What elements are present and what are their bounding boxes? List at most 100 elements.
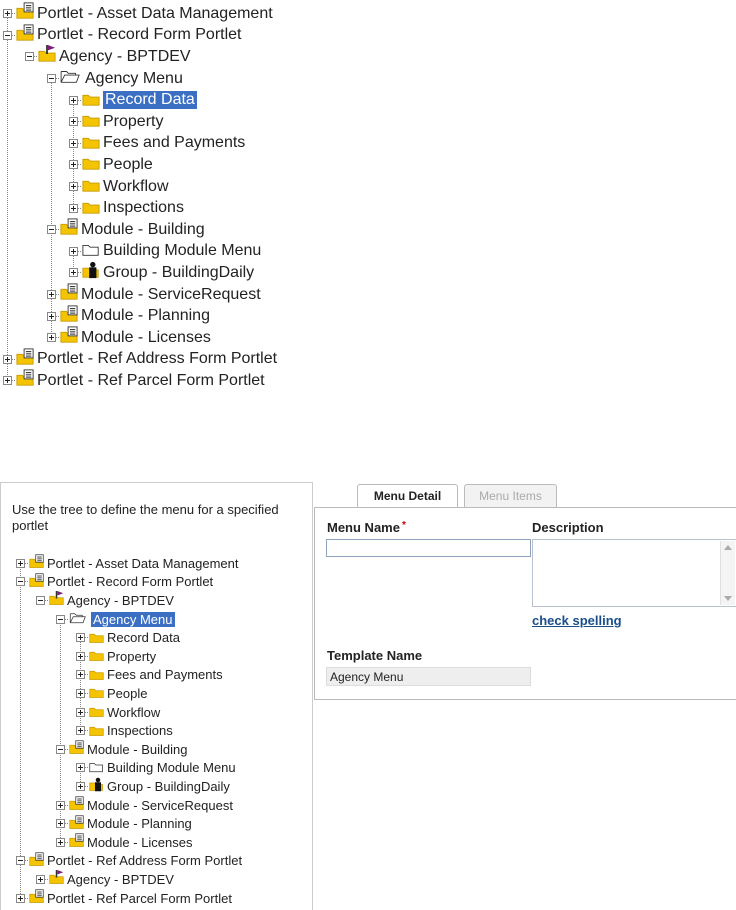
tree-node-label[interactable]: People bbox=[103, 155, 153, 173]
expand-toggle-icon[interactable] bbox=[56, 837, 65, 847]
tree-node[interactable]: Building Module Menu bbox=[76, 759, 236, 778]
tree-node-label[interactable]: Agency Menu bbox=[91, 611, 175, 627]
tree-node-label[interactable]: Module - Planning bbox=[81, 307, 210, 325]
collapse-toggle-icon[interactable] bbox=[56, 614, 65, 624]
tree-node-label[interactable]: Module - Building bbox=[81, 220, 205, 238]
expand-toggle-icon[interactable] bbox=[47, 290, 56, 300]
tree-node[interactable]: Module - Building bbox=[47, 218, 205, 241]
tree-node[interactable]: Building Module Menu bbox=[69, 241, 261, 263]
expand-toggle-icon[interactable] bbox=[76, 726, 85, 736]
tree-node-label[interactable]: Portlet - Ref Address Form Portlet bbox=[47, 853, 243, 869]
tree-node-label[interactable]: Property bbox=[103, 112, 164, 130]
expand-toggle-icon[interactable] bbox=[69, 203, 78, 213]
tree-node[interactable]: Record Data bbox=[69, 89, 197, 111]
collapse-toggle-icon[interactable] bbox=[3, 30, 12, 40]
tree-node-label[interactable]: Fees and Payments bbox=[107, 667, 223, 683]
collapse-toggle-icon[interactable] bbox=[25, 52, 34, 62]
expand-toggle-icon[interactable] bbox=[69, 160, 78, 170]
expand-toggle-icon[interactable] bbox=[69, 95, 78, 105]
tree-node[interactable]: Module - Building bbox=[56, 740, 187, 759]
tree-node-label[interactable]: Workflow bbox=[107, 704, 161, 720]
tree-node-label[interactable]: Property bbox=[107, 648, 157, 664]
tree-node-label[interactable]: Building Module Menu bbox=[103, 242, 262, 260]
expand-toggle-icon[interactable] bbox=[69, 117, 78, 127]
collapse-toggle-icon[interactable] bbox=[47, 225, 56, 235]
tree-node[interactable]: Portlet - Record Form Portlet bbox=[3, 24, 242, 47]
tree-node[interactable]: Fees and Payments bbox=[76, 666, 223, 685]
tree-node-label[interactable]: Group - BuildingDaily bbox=[107, 778, 230, 794]
tree-node-label[interactable]: Portlet - Ref Parcel Form Portlet bbox=[37, 371, 265, 389]
expand-toggle-icon[interactable] bbox=[56, 819, 65, 829]
tree-node[interactable]: Module - Licenses bbox=[56, 833, 193, 852]
tab-menu-items[interactable]: Menu Items bbox=[464, 484, 557, 507]
expand-toggle-icon[interactable] bbox=[69, 246, 78, 256]
tree-node[interactable]: Group - BuildingDaily bbox=[76, 777, 230, 796]
tree-node[interactable]: Portlet - Ref Address Form Portlet bbox=[3, 348, 278, 371]
tree-node-label[interactable]: Group - BuildingDaily bbox=[103, 263, 255, 281]
scroll-down-icon[interactable] bbox=[724, 596, 732, 601]
expand-toggle-icon[interactable] bbox=[76, 707, 85, 717]
tree-node-label[interactable]: Workflow bbox=[103, 177, 169, 195]
expand-toggle-icon[interactable] bbox=[47, 333, 56, 343]
tree-node-label[interactable]: Inspections bbox=[107, 723, 173, 739]
tree-node[interactable]: People bbox=[69, 154, 153, 176]
expand-toggle-icon[interactable] bbox=[3, 376, 12, 386]
expand-toggle-icon[interactable] bbox=[76, 651, 85, 661]
tree-node[interactable]: Agency - BPTDEV bbox=[25, 45, 191, 68]
tree-node-label[interactable]: Module - Planning bbox=[87, 816, 192, 832]
menu-name-input[interactable] bbox=[326, 539, 531, 557]
expand-toggle-icon[interactable] bbox=[76, 763, 85, 773]
expand-toggle-icon[interactable] bbox=[16, 558, 25, 568]
tree-node[interactable]: Portlet - Asset Data Management bbox=[3, 2, 273, 25]
tree-node[interactable]: Module - Planning bbox=[47, 305, 210, 327]
tree-node-label[interactable]: Portlet - Record Form Portlet bbox=[47, 574, 214, 590]
tree-node[interactable]: Module - Planning bbox=[56, 814, 192, 833]
expand-toggle-icon[interactable] bbox=[69, 268, 78, 278]
expand-toggle-icon[interactable] bbox=[3, 354, 12, 364]
tree-node-label[interactable]: Inspections bbox=[103, 199, 184, 217]
scroll-up-icon[interactable] bbox=[724, 545, 732, 550]
collapse-toggle-icon[interactable] bbox=[16, 856, 25, 866]
tree-node[interactable]: Agency - BPTDEV bbox=[36, 591, 174, 610]
expand-toggle-icon[interactable] bbox=[76, 688, 85, 698]
tree-node-label[interactable]: Portlet - Asset Data Management bbox=[37, 4, 273, 22]
tree-node-label[interactable]: Agency - BPTDEV bbox=[67, 592, 174, 608]
tree-node-label[interactable]: Record Data bbox=[103, 91, 197, 110]
expand-toggle-icon[interactable] bbox=[56, 800, 65, 810]
description-textarea[interactable] bbox=[532, 539, 736, 607]
tree-node[interactable]: Module - ServiceRequest bbox=[47, 283, 261, 306]
tree-node-label[interactable]: Module - Building bbox=[87, 741, 188, 757]
tree-node[interactable]: Group - BuildingDaily bbox=[69, 262, 254, 284]
tree-node-label[interactable]: Portlet - Asset Data Management bbox=[47, 555, 239, 571]
expand-toggle-icon[interactable] bbox=[76, 633, 85, 643]
tree-node-label[interactable]: Portlet - Ref Address Form Portlet bbox=[37, 350, 278, 368]
tree-node-label[interactable]: Portlet - Record Form Portlet bbox=[37, 26, 242, 44]
tree-node-label[interactable]: Module - ServiceRequest bbox=[87, 797, 233, 813]
expand-toggle-icon[interactable] bbox=[76, 670, 85, 680]
expand-toggle-icon[interactable] bbox=[16, 893, 25, 903]
description-scrollbar[interactable] bbox=[720, 541, 735, 605]
expand-toggle-icon[interactable] bbox=[36, 874, 45, 884]
tree-node[interactable]: Portlet - Asset Data Management bbox=[16, 554, 238, 573]
expand-toggle-icon[interactable] bbox=[69, 182, 78, 192]
tree-node[interactable]: Portlet - Ref Parcel Form Portlet bbox=[3, 369, 265, 392]
tree-node-label[interactable]: Agency - BPTDEV bbox=[67, 871, 174, 887]
collapse-toggle-icon[interactable] bbox=[36, 595, 45, 605]
tree-node[interactable]: Workflow bbox=[69, 176, 169, 198]
collapse-toggle-icon[interactable] bbox=[47, 74, 56, 84]
collapse-toggle-icon[interactable] bbox=[16, 577, 25, 587]
expand-toggle-icon[interactable] bbox=[69, 138, 78, 148]
tree-node-label[interactable]: Module - ServiceRequest bbox=[81, 285, 261, 303]
tree-node-label[interactable]: People bbox=[107, 685, 148, 701]
tree-node[interactable]: Portlet - Ref Parcel Form Portlet bbox=[16, 889, 232, 908]
tree-node[interactable]: Inspections bbox=[69, 197, 184, 219]
tree-node-label[interactable]: Agency - BPTDEV bbox=[59, 47, 191, 65]
tree-node[interactable]: Workflow bbox=[76, 703, 160, 722]
tree-node[interactable]: Module - ServiceRequest bbox=[56, 796, 233, 815]
tree-node[interactable]: Portlet - Ref Address Form Portlet bbox=[16, 852, 242, 871]
expand-toggle-icon[interactable] bbox=[3, 9, 12, 19]
tree-node-label[interactable]: Building Module Menu bbox=[107, 760, 236, 776]
tree-node-label[interactable]: Portlet - Ref Parcel Form Portlet bbox=[47, 890, 232, 906]
tree-node-label[interactable]: Module - Licenses bbox=[81, 328, 211, 346]
tree-node[interactable]: Property bbox=[76, 647, 156, 666]
